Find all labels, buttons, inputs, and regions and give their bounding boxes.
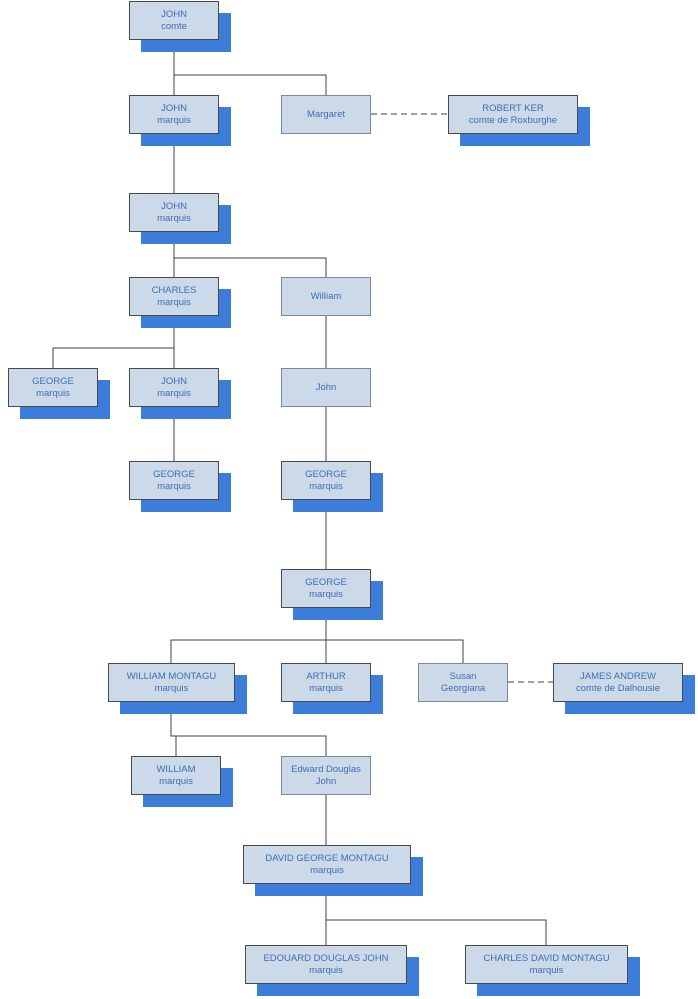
person-title: comte de Dalhousie [576, 682, 660, 694]
person-title: Georgiana [440, 682, 486, 694]
person-name: ARTHUR [306, 671, 346, 683]
person-name: Susan [449, 671, 477, 683]
person-name: Margaret [306, 108, 345, 120]
person-name: JOHN [161, 103, 187, 115]
person-name: WILLIAM MONTAGU [126, 671, 217, 683]
person-title: marquis [157, 296, 191, 308]
person-name: JOHN [161, 201, 187, 213]
person-name: WILLIAM [156, 764, 196, 776]
person-name: CHARLES DAVID MONTAGU [483, 953, 610, 965]
person-name: ROBERT KER [482, 103, 544, 115]
person-title: comte [161, 20, 187, 32]
person-name: GEORGE [305, 577, 347, 589]
person-title: marquis [36, 387, 70, 399]
person-title: marquis [157, 480, 191, 492]
person-name: CHARLES [151, 285, 197, 297]
person-name: GEORGE [32, 376, 74, 388]
person-title: marquis [309, 682, 343, 694]
descent-edge [326, 639, 464, 663]
person-title: John [315, 775, 337, 787]
person-title: marquis [154, 682, 189, 694]
person-name: JOHN [161, 9, 187, 21]
person-name: JAMES ANDREW [579, 671, 656, 683]
person-title: marquis [310, 864, 344, 876]
person-title: marquis [529, 964, 564, 976]
person-node[interactable]: William [281, 277, 371, 316]
person-title: comte de Roxburghe [468, 114, 558, 126]
person-title: marquis [309, 480, 343, 492]
person-title: marquis [157, 114, 191, 126]
person-title: marquis [159, 775, 193, 787]
descent-edge [176, 735, 327, 756]
person-title: marquis [157, 212, 191, 224]
person-title: marquis [157, 387, 191, 399]
person-name: EDOUARD DOUGLAS JOHN [263, 953, 389, 965]
person-name: Edward Douglas [291, 764, 361, 776]
person-title: marquis [309, 964, 343, 976]
person-name: DAVID GEORGE MONTAGU [265, 853, 389, 865]
person-node[interactable]: John [281, 368, 371, 407]
person-name: GEORGE [153, 469, 195, 481]
person-node[interactable]: Margaret [281, 95, 371, 134]
person-title: marquis [309, 588, 343, 600]
person-name: John [315, 381, 337, 393]
person-name: William [310, 290, 342, 302]
person-name: GEORGE [305, 469, 347, 481]
person-name: JOHN [161, 376, 187, 388]
